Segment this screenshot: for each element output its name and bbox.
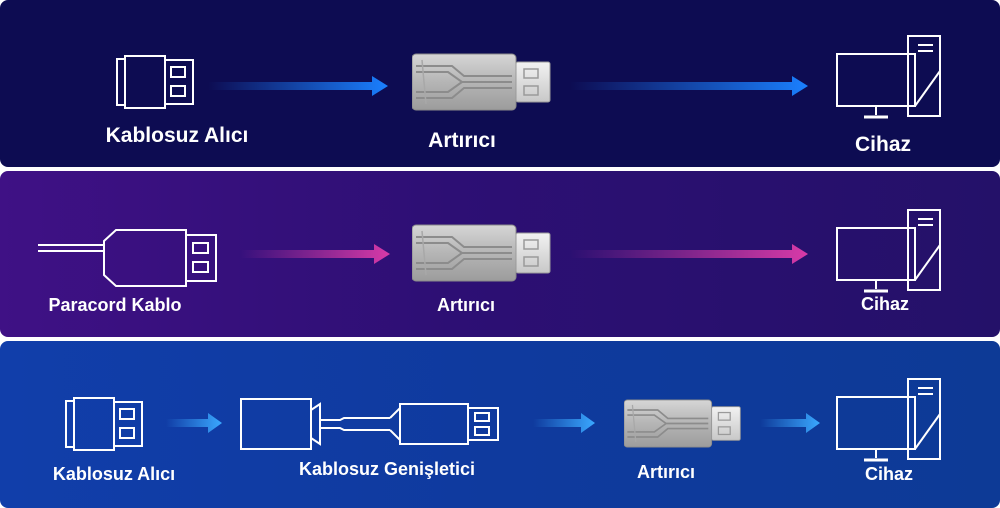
usb-booster-icon — [412, 52, 552, 112]
booster-label: Artırıcı — [436, 295, 496, 315]
cable-label: Paracord Kablo — [48, 295, 182, 315]
computer-icon — [836, 209, 946, 294]
arrow-right-icon — [240, 244, 390, 264]
computer-icon — [836, 35, 946, 120]
arrow-right-icon — [760, 413, 820, 433]
usb-booster-icon — [624, 398, 742, 449]
computer-icon — [836, 378, 946, 463]
usb-receiver-icon — [116, 55, 196, 109]
device-label: Cihaz — [860, 294, 910, 314]
arrow-right-icon — [166, 413, 222, 433]
receiver-label: Kablosuz Alıcı — [105, 124, 249, 147]
arrow-right-icon — [570, 76, 808, 96]
wireless-extender-panel: Kablosuz Alıcı Kablosuz Genişletici Artı… — [0, 341, 1000, 508]
paracord-cable-icon — [38, 229, 220, 287]
arrow-right-icon — [208, 76, 388, 96]
device-label: Cihaz — [864, 464, 914, 484]
booster-label: Artırıcı — [428, 129, 496, 152]
arrow-right-icon — [570, 244, 808, 264]
usb-receiver-icon — [65, 397, 145, 451]
extender-label: Kablosuz Genişletici — [298, 459, 476, 479]
wireless-extender-icon — [240, 398, 502, 450]
arrow-right-icon — [533, 413, 595, 433]
paracord-cable-panel: Paracord Kablo Artırıcı Cihaz — [0, 171, 1000, 337]
wireless-receiver-panel: Kablosuz Alıcı Artırıcı Cihaz — [0, 0, 1000, 167]
device-label: Cihaz — [854, 133, 912, 156]
usb-booster-icon — [412, 223, 552, 283]
booster-label: Artırıcı — [636, 462, 696, 482]
receiver-label: Kablosuz Alıcı — [52, 464, 176, 484]
